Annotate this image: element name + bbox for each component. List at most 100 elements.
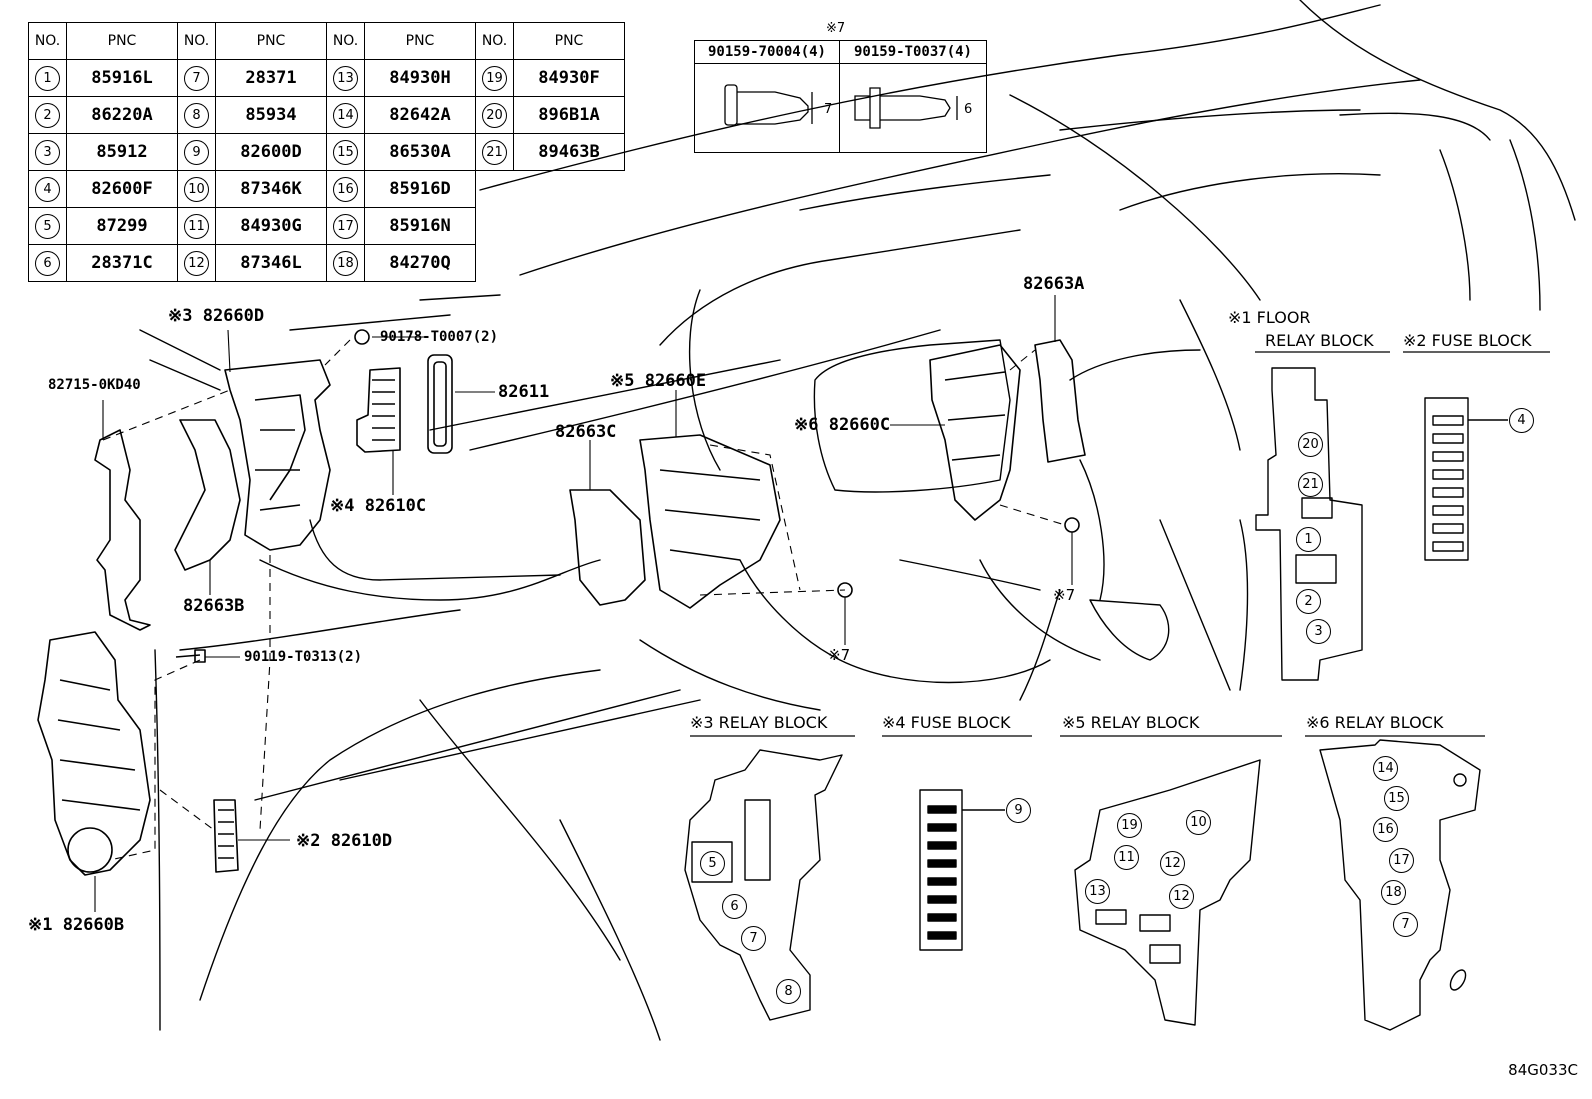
pnc-cell: 896B1A — [513, 96, 625, 134]
row-number-cell: 3 — [28, 133, 67, 171]
figure-code: 84G033C — [1508, 1061, 1578, 1079]
row-number-cell: 6 — [28, 244, 67, 282]
callout-number: 17 — [1389, 848, 1414, 873]
header-pnc: PNC — [513, 22, 625, 60]
part-label-82610D: ※2 82610D — [296, 831, 393, 851]
callout-number: 18 — [333, 250, 358, 276]
callout-number: 5 — [700, 851, 725, 876]
part-label-90178: 90178-T0007(2) — [380, 329, 499, 345]
callout-number: 8 — [184, 102, 209, 128]
callout-number: 16 — [333, 176, 358, 202]
callout-number: 21 — [1298, 472, 1323, 497]
pnc-cell: 86220A — [66, 96, 178, 134]
row-number-cell: 8 — [177, 96, 216, 134]
callout-number: 17 — [333, 213, 358, 239]
callout-number: 7 — [184, 65, 209, 91]
pnc-cell: 85934 — [215, 96, 327, 134]
callout-number: 20 — [482, 102, 507, 128]
row-number-cell: 11 — [177, 207, 216, 245]
pnc-cell: 28371 — [215, 59, 327, 97]
callout-number: 11 — [184, 213, 209, 239]
pnc-cell: 87346L — [215, 244, 327, 282]
part-label-82660B: ※1 82660B — [28, 915, 125, 935]
bolt-dimension: 7 — [824, 102, 833, 117]
part-label-82660D: ※3 82660D — [168, 306, 265, 326]
section-title-floor-relay: RELAY BLOCK — [1265, 331, 1374, 350]
header-no: NO. — [177, 22, 216, 60]
callout-number: 12 — [1169, 884, 1194, 909]
part-label-82611: 82611 — [498, 382, 550, 402]
pnc-cell: 87346K — [215, 170, 327, 208]
callout-number: 14 — [1373, 756, 1398, 781]
section-title-relay-block-6: ※6 RELAY BLOCK — [1306, 713, 1444, 732]
table-row: 3 85912 9 82600D 15 86530A 21 89463B — [28, 133, 625, 171]
callout-number: 16 — [1373, 817, 1398, 842]
callout-number: 7 — [741, 926, 766, 951]
part-label-82663A: 82663A — [1023, 274, 1085, 294]
table-row: 2 86220A 8 85934 14 82642A 20 896B1A — [28, 96, 625, 134]
callout-number: 12 — [1160, 851, 1185, 876]
header-pnc: PNC — [215, 22, 327, 60]
callout-number: 21 — [482, 139, 507, 165]
callout-number: 6 — [722, 894, 747, 919]
row-number-cell: 7 — [177, 59, 216, 97]
bolt-table: 90159-70004(4) 90159-T0037(4) — [694, 40, 987, 153]
row-number-cell: 2 — [28, 96, 67, 134]
bolt-part-number: 90159-T0037(4) — [839, 40, 987, 64]
row-number-cell: 9 — [177, 133, 216, 171]
row-number-cell: 5 — [28, 207, 67, 245]
callout-number: 20 — [1298, 432, 1323, 457]
pnc-cell: 82600D — [215, 133, 327, 171]
bolt-part-number: 90159-70004(4) — [694, 40, 840, 64]
callout-number: 19 — [1117, 813, 1142, 838]
callout-number: 4 — [1509, 408, 1534, 433]
callout-number: 9 — [184, 139, 209, 165]
section-title-fuse-block-2: ※2 FUSE BLOCK — [1403, 331, 1532, 350]
header-no: NO. — [28, 22, 67, 60]
pnc-cell: 85916D — [364, 170, 476, 208]
pnc-table-header: NO. PNC NO. PNC NO. PNC NO. PNC — [28, 22, 625, 60]
callout-number: 10 — [184, 176, 209, 202]
row-number-cell: 19 — [475, 59, 514, 97]
row-number-cell: 10 — [177, 170, 216, 208]
part-label-82660E: ※5 82660E — [610, 371, 707, 391]
row-number-cell: 4 — [28, 170, 67, 208]
table-row: 6 28371C 12 87346L 18 84270Q — [28, 244, 625, 282]
row-number-cell: 16 — [326, 170, 365, 208]
callout-number: 10 — [1186, 810, 1211, 835]
callout-number: 12 — [184, 250, 209, 276]
callout-number: 9 — [1006, 798, 1031, 823]
table-row: 1 85916L 7 28371 13 84930H 19 84930F — [28, 59, 625, 97]
bolt-drawing-cell — [694, 63, 840, 153]
callout-number: 1 — [1296, 527, 1321, 552]
pnc-table: NO. PNC NO. PNC NO. PNC NO. PNC 1 85916L… — [28, 22, 625, 282]
part-label-90119: 90119-T0313(2) — [244, 649, 363, 665]
note-7: ※7 — [1053, 586, 1076, 604]
callout-number: 4 — [35, 176, 60, 202]
row-number-cell: 17 — [326, 207, 365, 245]
part-label-82715: 82715-0KD40 — [48, 377, 141, 393]
pnc-cell: 86530A — [364, 133, 476, 171]
row-number-cell: 18 — [326, 244, 365, 282]
callout-number: 1 — [35, 65, 60, 91]
part-label-82663B: 82663B — [183, 596, 245, 616]
pnc-cell: 84930F — [513, 59, 625, 97]
callout-number: 2 — [1296, 589, 1321, 614]
section-title-floor-relay: ※1 FLOOR — [1228, 308, 1311, 327]
table-row: 4 82600F 10 87346K 16 85916D — [28, 170, 625, 208]
callout-number: 7 — [1393, 912, 1418, 937]
callout-number: 19 — [482, 65, 507, 91]
bolt-dimension: 6 — [964, 102, 973, 117]
callout-number: 8 — [776, 979, 801, 1004]
callout-number: 14 — [333, 102, 358, 128]
section-title-relay-block-5: ※5 RELAY BLOCK — [1062, 713, 1200, 732]
callout-number: 3 — [1306, 619, 1331, 644]
callout-number: 5 — [35, 213, 60, 239]
header-no: NO. — [475, 22, 514, 60]
callout-number: 15 — [1384, 786, 1409, 811]
section-title-relay-block-3: ※3 RELAY BLOCK — [690, 713, 828, 732]
bolt-drawing-cell — [839, 63, 987, 153]
pnc-cell: 89463B — [513, 133, 625, 171]
pnc-cell: 28371C — [66, 244, 178, 282]
